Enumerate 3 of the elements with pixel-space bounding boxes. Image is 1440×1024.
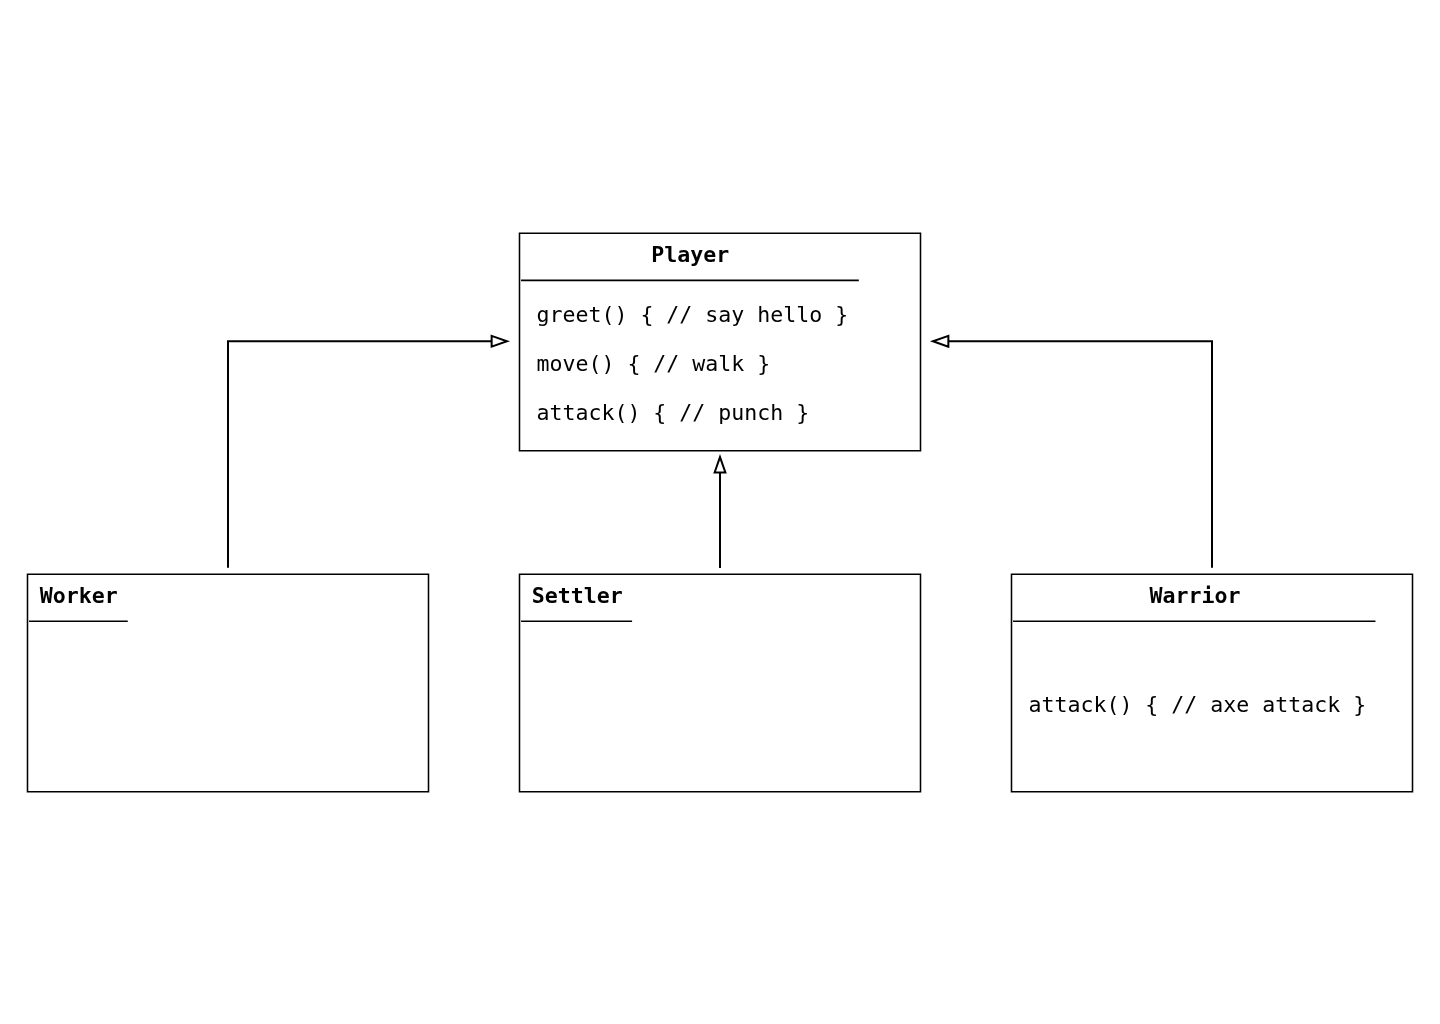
arrow xyxy=(227,334,511,568)
arrow xyxy=(713,453,727,568)
arrow xyxy=(929,334,1213,568)
